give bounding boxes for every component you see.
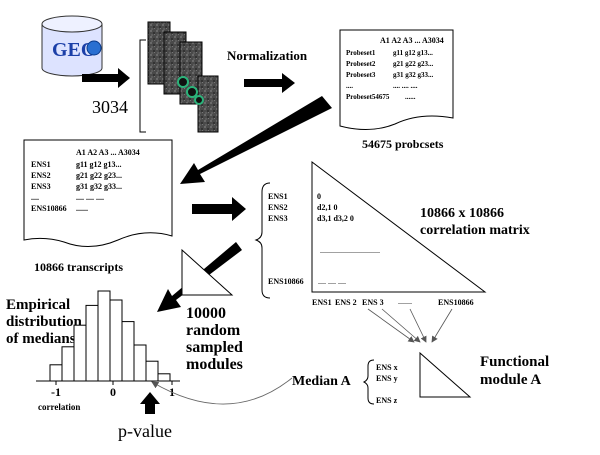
histogram-bar <box>157 373 171 382</box>
matrix-col-label: ENS1 <box>312 298 332 307</box>
probeset-row-values: g11 g12 g13... <box>393 49 433 57</box>
geo-label: GEO <box>52 39 96 61</box>
histogram-bar <box>97 290 111 382</box>
matrix-row-label: ENS2 <box>268 203 288 212</box>
selection-arrows <box>367 308 453 343</box>
probeset-caption: 54675 probcsets <box>362 137 444 151</box>
arrow-geo-to-arrays <box>82 68 130 88</box>
arrow-transcripts-to-matrix <box>192 197 246 221</box>
probeset-row-label: Probeset1 <box>346 49 376 57</box>
matrix-cell-row1: 0 <box>317 192 321 201</box>
transcript-row-label: ENS1 <box>31 160 51 169</box>
module-bracket <box>362 359 375 405</box>
histogram-bar <box>133 344 147 382</box>
transcript-row-label: ENS2 <box>31 171 51 180</box>
sample-count: 3034 <box>92 97 128 117</box>
probeset-row-label: Probeset2 <box>346 60 376 68</box>
matrix-title: correlation matrix <box>420 223 530 238</box>
transcript-row-values: ...... <box>76 204 88 213</box>
transcript-caption: 10866 transcripts <box>34 260 123 274</box>
random-modules-label: modules <box>186 356 243 373</box>
probeset-table: A1 A2 A3 ... A3034 Probeset1 g11 g12 g13… <box>339 29 454 130</box>
matrix-row-label: ENS1 <box>268 192 288 201</box>
matrix-col-dots: ....... <box>398 297 412 306</box>
probeset-row-values: g31 g32 g33... <box>393 71 434 79</box>
module-member: ENS z <box>376 396 398 405</box>
correlation-matrix: ENS1 ENS2 ENS3 ENS10866 0 d2,1 0 d3,1 d3… <box>268 160 487 293</box>
probeset-row-label: Probeset3 <box>346 71 376 79</box>
functional-module-title: Functional <box>480 354 549 370</box>
probeset-row-values: ...... <box>405 93 416 101</box>
histogram-bar <box>145 360 159 382</box>
normalization-label: Normalization <box>227 48 308 63</box>
histogram-bar <box>73 324 87 382</box>
module-member: ENS x <box>376 363 398 372</box>
transcript-row-label: ENS10866 <box>31 204 67 213</box>
histogram-bar <box>61 346 75 382</box>
random-modules-label: 10000 <box>186 305 226 322</box>
functional-module-triangle <box>419 351 472 398</box>
histogram-bar <box>85 304 99 382</box>
module-member: ENS y <box>376 374 398 383</box>
matrix-cell-row2: d2,1 0 <box>317 203 337 212</box>
transcript-row-label: .... <box>31 193 39 202</box>
matrix-title: 10866 x 10866 <box>420 206 504 221</box>
matrix-row-label: ENS3 <box>268 214 288 223</box>
histogram-title: of medians <box>6 331 76 347</box>
transcript-row-values: g11 g12 g13... <box>76 160 122 169</box>
arrow-probesets-to-transcripts <box>180 96 332 184</box>
histogram-bar <box>121 321 135 382</box>
probeset-row-values: .... .... .... <box>393 82 418 90</box>
histogram-chart <box>36 290 180 385</box>
arrow-normalization <box>244 73 295 93</box>
transcript-row-values: .... .... .... <box>76 193 104 202</box>
probeset-row-label: Probeset54675 <box>346 93 390 101</box>
random-modules-label: sampled <box>186 339 243 356</box>
transcript-table-header: A1 A2 A3 ... A3034 <box>76 148 140 157</box>
histogram-title: Empirical <box>6 297 70 313</box>
matrix-col-label: ENS 2 <box>335 298 357 307</box>
transcript-row-values: g31 g32 g33... <box>76 182 122 191</box>
matrix-col-label: ENS 3 <box>362 298 384 307</box>
geo-database-icon: GEO <box>41 15 103 77</box>
globe-icon <box>86 40 102 56</box>
matrix-bracket <box>254 182 271 299</box>
random-module-triangle <box>181 248 234 296</box>
probeset-row-label: .... <box>346 82 353 90</box>
pvalue-arrow-icon <box>140 392 160 414</box>
pvalue-label: p-value <box>118 421 172 441</box>
histogram-tick-label: -1 <box>51 385 61 399</box>
histogram-tick-label: 0 <box>110 385 116 399</box>
histogram-title: distribution <box>6 314 83 330</box>
probeset-table-header: A1 A2 A3 ... A3034 <box>380 36 444 45</box>
matrix-row-label: ENS10866 <box>268 277 304 286</box>
matrix-col-label: ENS10866 <box>438 298 474 307</box>
transcript-row-label: ENS3 <box>31 182 51 191</box>
histogram-bar <box>109 299 123 382</box>
median-to-histogram-arrow <box>151 377 293 405</box>
functional-module-title: module A <box>480 372 541 388</box>
matrix-cell-last: .... .... .... <box>318 277 346 286</box>
probeset-row-values: g21 g22 g23... <box>393 60 434 68</box>
sample-bracket <box>139 39 146 133</box>
microarray-images-icon <box>147 21 219 133</box>
histogram-axis-label: correlation <box>38 402 80 412</box>
histogram-bar <box>49 364 63 382</box>
matrix-cell-dots: .............................. <box>320 246 380 255</box>
random-modules-label: random <box>186 322 241 339</box>
transcript-row-values: g21 g22 g23... <box>76 171 122 180</box>
matrix-cell-row3: d3,1 d3,2 0 <box>317 214 354 223</box>
median-label: Median A <box>292 374 352 389</box>
transcript-table: A1 A2 A3 ... A3034 ENS1 g11 g12 g13... E… <box>23 139 173 247</box>
